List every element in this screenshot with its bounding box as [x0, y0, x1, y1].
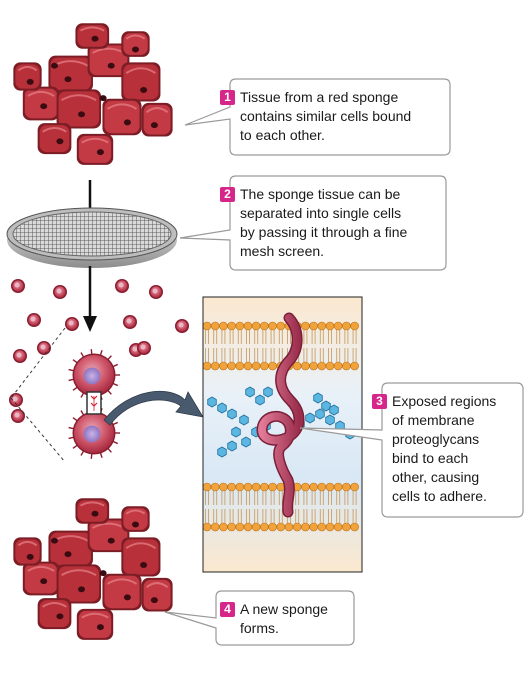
membrane-bilayer: [203, 482, 359, 532]
callout-1-bubble: [184, 78, 451, 156]
single-cells: [9, 279, 189, 423]
transmembrane-protein-icon: [256, 312, 305, 518]
step-3-callout: 3 Exposed regions of membrane proteoglyca…: [372, 392, 522, 506]
callout-3-bubble: [299, 382, 524, 518]
callout-4-bubble: [164, 590, 355, 646]
step-4-badge: 4: [220, 602, 235, 617]
step-2-callout: 2 The sponge tissue can be separated into…: [220, 185, 442, 261]
step-2-badge: 2: [220, 187, 235, 202]
step-4-callout: 4 A new sponge forms.: [220, 600, 352, 638]
adhering-cells: [10, 327, 120, 463]
mesh-screen-icon: [6, 207, 178, 268]
step-1-callout: 1 Tissue from a red sponge contains simil…: [220, 88, 442, 145]
step-1-badge: 1: [220, 90, 235, 105]
new-sponge-icon: [13, 498, 173, 640]
callout-2-bubble: [179, 175, 447, 271]
down-arrow-icon: [83, 266, 97, 332]
curved-arrow-icon: [103, 390, 204, 426]
step-3-badge: 3: [372, 394, 387, 409]
membrane-panel: [202, 296, 363, 573]
step-3-text: Exposed regions of membrane proteoglycan…: [392, 393, 497, 504]
sponge-tissue-icon: [13, 23, 173, 165]
step-2-text: The sponge tissue can be separated into …: [240, 186, 408, 259]
step-1-text: Tissue from a red sponge contains simila…: [240, 89, 412, 143]
step-4-text: A new sponge forms.: [240, 601, 328, 636]
